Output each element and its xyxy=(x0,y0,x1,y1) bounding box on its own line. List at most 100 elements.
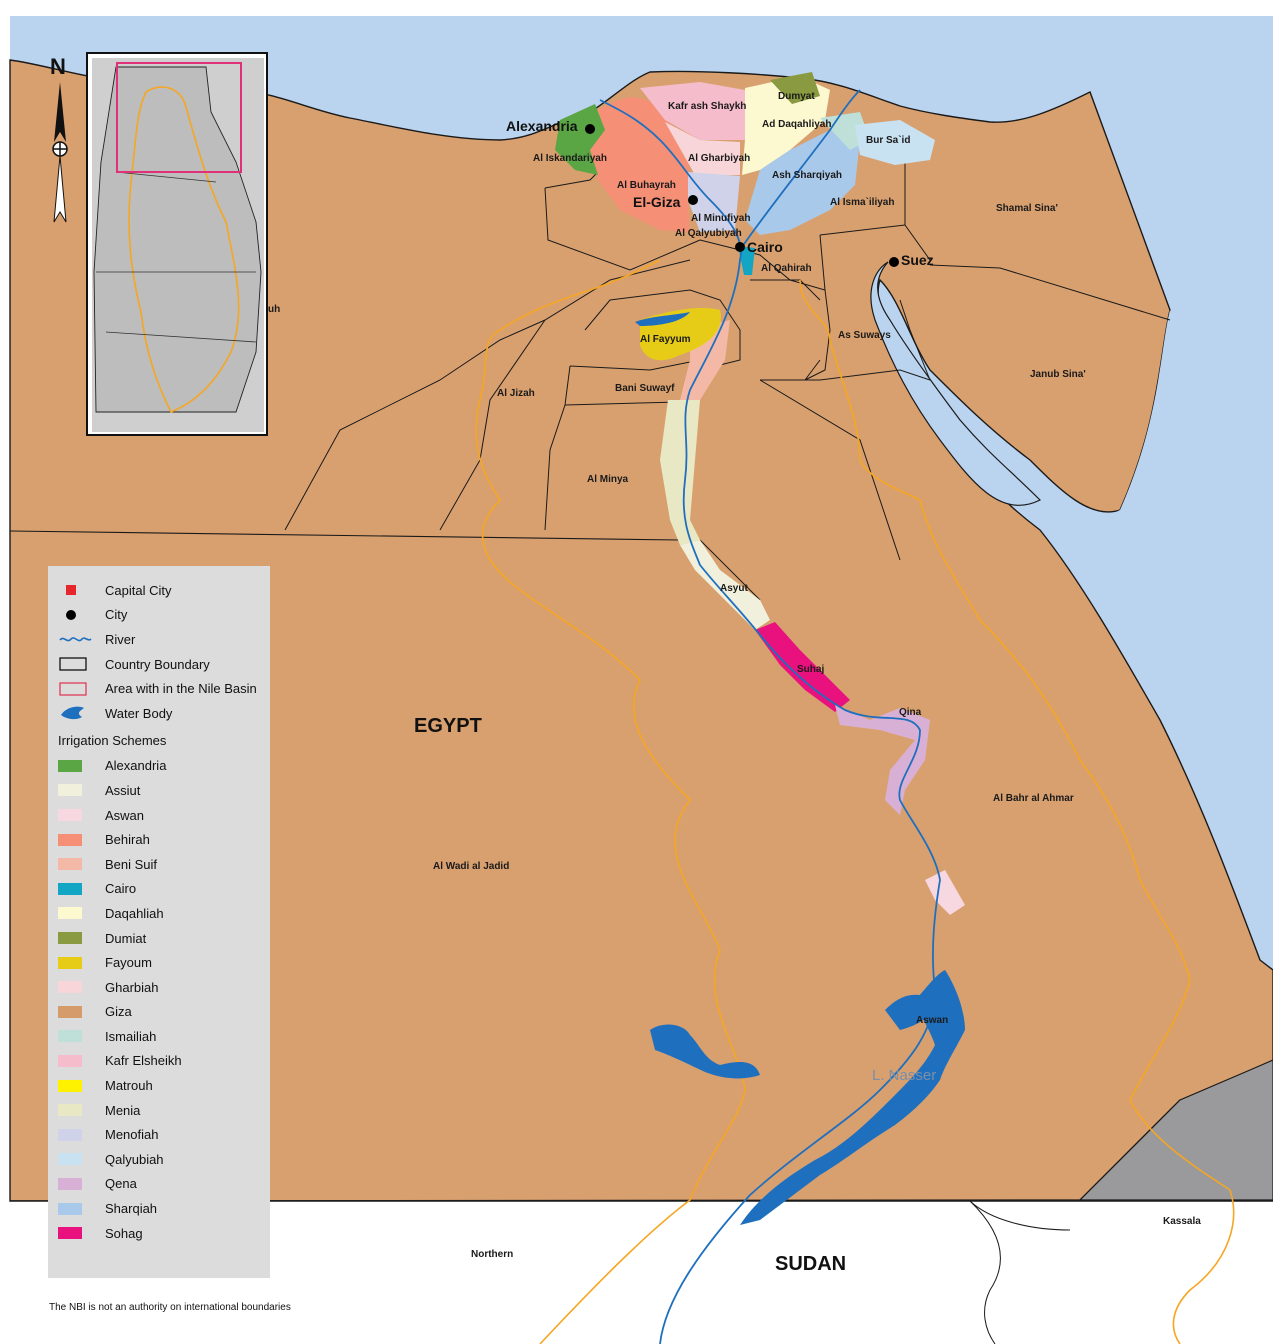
region-label-kassala: Kassala xyxy=(1163,1216,1201,1227)
gov-label-al-iskandariyah: Al Iskandariyah xyxy=(533,153,607,164)
inset-locator-map xyxy=(86,52,268,436)
legend-swatch xyxy=(58,907,82,920)
legend-label: Ismailiah xyxy=(105,1028,157,1044)
legend-swatch xyxy=(58,759,82,772)
legend-swatch xyxy=(58,1005,82,1018)
legend-label: River xyxy=(105,631,136,647)
legend-row-scheme: Giza xyxy=(58,1000,270,1025)
dumiat-scheme xyxy=(770,72,820,104)
river-legend-icon xyxy=(58,632,94,646)
dot-legend-icon xyxy=(58,608,94,622)
city-label-cairo: Cairo xyxy=(747,239,783,255)
legend-swatch xyxy=(58,1177,82,1190)
swatch-icon xyxy=(58,857,94,871)
qena-scheme xyxy=(835,705,930,815)
legend-label: Capital City xyxy=(105,582,172,598)
legend-row-scheme: Beni Suif xyxy=(58,852,270,877)
swatch-icon xyxy=(58,1054,94,1068)
swatch-icon xyxy=(58,931,94,945)
legend-swatch xyxy=(58,956,82,969)
toshka-lakes xyxy=(650,1024,760,1079)
swatch-icon xyxy=(58,1128,94,1142)
legend-swatch xyxy=(58,1030,82,1043)
swatch-icon xyxy=(58,1103,94,1117)
sohag-scheme xyxy=(755,622,850,712)
egypt-land xyxy=(9,59,1273,1202)
legend-swatch xyxy=(58,1079,82,1092)
legend-swatch xyxy=(58,833,82,846)
gov-label-bani-suwayf: Bani Suwayf xyxy=(615,383,675,394)
gov-label-as-suways: As Suways xyxy=(838,330,891,341)
gov-label-al-buhayrah: Al Buhayrah xyxy=(617,180,676,191)
region-label-northern: Northern xyxy=(471,1249,513,1260)
country-label-egypt: EGYPT xyxy=(414,715,482,737)
legend-row-scheme: Sohag xyxy=(58,1221,270,1246)
sudan-internal-boundary xyxy=(969,1200,1001,1344)
legend-swatch xyxy=(58,932,82,945)
swatch-icon xyxy=(58,956,94,970)
menia-scheme xyxy=(660,400,700,545)
disclaimer-note: The NBI is not an authority on internati… xyxy=(49,1302,291,1313)
swatch-icon xyxy=(58,783,94,797)
gov-label-al-minufiyah: Al Minufiyah xyxy=(691,213,750,224)
legend-label: Sharqiah xyxy=(105,1201,158,1217)
aswan-scheme xyxy=(925,870,965,915)
legend-swatch xyxy=(58,858,82,871)
legend-row-symbol: Capital City xyxy=(58,578,270,603)
legend-row-scheme: Behirah xyxy=(58,827,270,852)
swatch-icon xyxy=(58,808,94,822)
behirah-scheme xyxy=(590,97,690,232)
legend-swatch xyxy=(58,1153,82,1166)
legend-label: Behirah xyxy=(105,832,150,848)
gov-label-ad-daqahliyah: Ad Daqahliyah xyxy=(762,119,831,130)
legend-label: Fayoum xyxy=(105,955,152,971)
north-arrow-icon xyxy=(54,82,66,142)
legend-row-scheme: Kafr Elsheikh xyxy=(58,1049,270,1074)
legend-row-symbol: River xyxy=(58,627,270,652)
sharqiah-scheme xyxy=(745,130,860,235)
legend-label: Area with in the Nile Basin xyxy=(105,681,257,697)
legend-row-scheme: Qena xyxy=(58,1172,270,1197)
gov-label-ash-sharqiyah: Ash Sharqiyah xyxy=(772,170,842,181)
city-label-giza: El-Giza xyxy=(633,194,681,210)
swatch-icon xyxy=(58,833,94,847)
legend-label: Menia xyxy=(105,1102,141,1118)
gov-label-janub-sina: Janub Sina' xyxy=(1030,369,1086,380)
gov-label-al-jizah: Al Jizah xyxy=(497,388,535,399)
legend-row-scheme: Fayoum xyxy=(58,950,270,975)
square-legend-icon xyxy=(58,583,94,597)
alexandria-scheme xyxy=(555,104,605,175)
swatch-icon xyxy=(58,759,94,773)
swatch-icon xyxy=(58,1029,94,1043)
box-legend-icon xyxy=(58,682,94,696)
swatch-icon xyxy=(58,1005,94,1019)
gulf-of-suez xyxy=(870,261,1042,506)
legend-swatch xyxy=(58,784,82,797)
inset-cut-label: uh xyxy=(268,304,280,315)
gov-label-al-qalyubiyah: Al Qalyubiyah xyxy=(675,228,742,239)
lake-qarun xyxy=(635,312,690,326)
lake-nasser-label: L. Nasser xyxy=(872,1067,936,1084)
neighbour-country xyxy=(1078,1059,1273,1201)
gov-label-al-qahirah: Al Qahirah xyxy=(761,263,812,274)
city-dot-alexandria xyxy=(585,124,595,134)
legend-row-scheme: Cairo xyxy=(58,877,270,902)
cairo-scheme xyxy=(738,246,755,275)
country-label-sudan: SUDAN xyxy=(775,1253,846,1275)
legend-swatch xyxy=(58,1104,82,1117)
latitude-line xyxy=(9,530,681,541)
legend-row-symbol: City xyxy=(58,603,270,628)
gov-label-asyut: Asyut xyxy=(720,583,748,594)
gov-label-shamal-sina: Shamal Sina' xyxy=(996,203,1058,214)
daqahliah-scheme xyxy=(742,76,830,175)
legend-label: Water Body xyxy=(105,705,173,721)
legend-row-symbol: Area with in the Nile Basin xyxy=(58,676,270,701)
legend-label: Beni Suif xyxy=(105,856,158,872)
legend-label: Aswan xyxy=(105,807,145,823)
city-dot-giza xyxy=(688,195,698,205)
gov-label-al-fayyum: Al Fayyum xyxy=(640,334,691,345)
city-dot-suez xyxy=(889,257,899,267)
swatch-icon xyxy=(58,1226,94,1240)
legend-swatch xyxy=(58,981,82,994)
